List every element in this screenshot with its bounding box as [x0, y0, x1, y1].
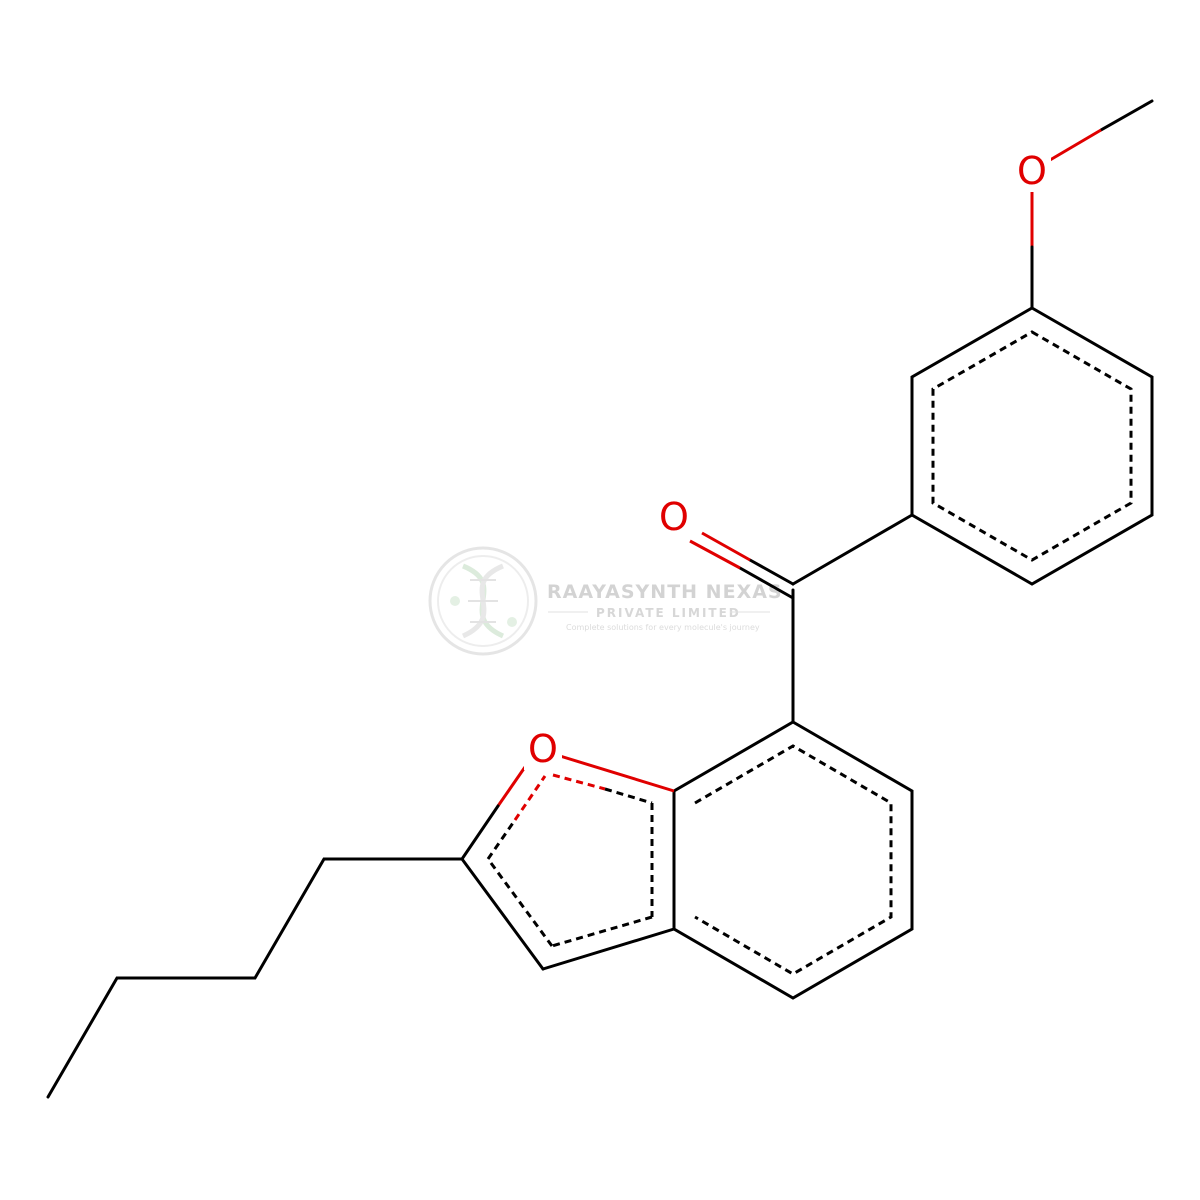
carbonyl-double-bond-1b	[701, 531, 751, 562]
benzene-ring-aromatic	[694, 744, 893, 976]
benzofuran-benzene-ring	[672, 720, 914, 1000]
aryl-carbonyl-bond	[791, 513, 914, 586]
furan-aromatic-c3	[551, 915, 653, 948]
watermark: RAAYASYNTH NEXAS PRIVATE LIMITED Complet…	[428, 546, 783, 656]
methoxy-oxygen-label: O	[1017, 149, 1047, 193]
furan-c3-c3a-bond	[541, 927, 676, 971]
furan-ring	[460, 754, 676, 971]
furan-o-c2-bond	[460, 804, 500, 861]
furan-c2-c3-bond	[460, 857, 545, 971]
carbonyl-double-bond-1a	[748, 558, 795, 586]
carbonyl-double-bond-2a	[738, 566, 795, 600]
furan-aromatic-o-red	[552, 773, 606, 791]
furan-aromatic-c2-o-red	[513, 775, 547, 821]
methyl-o-bond	[1049, 128, 1102, 162]
watermark-company: RAAYASYNTH NEXAS	[547, 581, 783, 603]
watermark-tagline: Complete solutions for every molecule's …	[566, 623, 760, 632]
butyl-chain-bonds	[46, 857, 464, 1099]
methoxy-group	[1030, 99, 1154, 310]
furan-aromatic-o	[604, 787, 653, 805]
carbonyl-double-bond-2b	[689, 539, 741, 570]
phenyl-ring-outline	[910, 306, 1154, 586]
benzene-ring-outline	[672, 720, 914, 1000]
dna-helix-icon	[428, 546, 538, 656]
furan-aromatic-c2	[486, 858, 554, 947]
methyl-bond	[1099, 99, 1154, 132]
furan-oxygen-label: O	[528, 727, 558, 771]
butyl-chain	[46, 857, 464, 1099]
ketone-group	[689, 513, 914, 724]
furan-aromatic-c2-o	[486, 819, 517, 860]
furan-o-c2-bond-red	[496, 766, 527, 807]
phenyl-ring-aromatic	[931, 330, 1133, 562]
methoxyphenyl-ring	[910, 306, 1154, 586]
furan-o-c7a-bond	[559, 754, 675, 793]
carbonyl-oxygen-label: O	[659, 495, 689, 539]
watermark-subtitle: PRIVATE LIMITED	[596, 606, 741, 620]
